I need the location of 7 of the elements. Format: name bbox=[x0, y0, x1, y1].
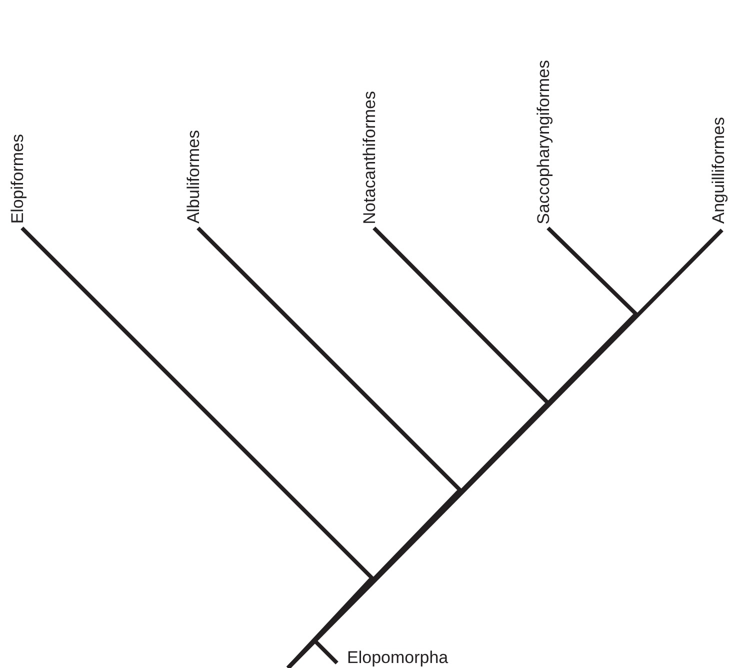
taxon-label: Saccopharyngiformes bbox=[534, 60, 554, 224]
taxon-label: Anguilliformes bbox=[709, 117, 729, 224]
clade-label: Elopomorpha bbox=[347, 648, 448, 668]
taxon-label: Albuliformes bbox=[184, 130, 204, 224]
taxon-label: Elopiformes bbox=[8, 134, 28, 224]
branch-line bbox=[286, 228, 724, 668]
taxon-label: Notacanthiformes bbox=[360, 91, 380, 224]
